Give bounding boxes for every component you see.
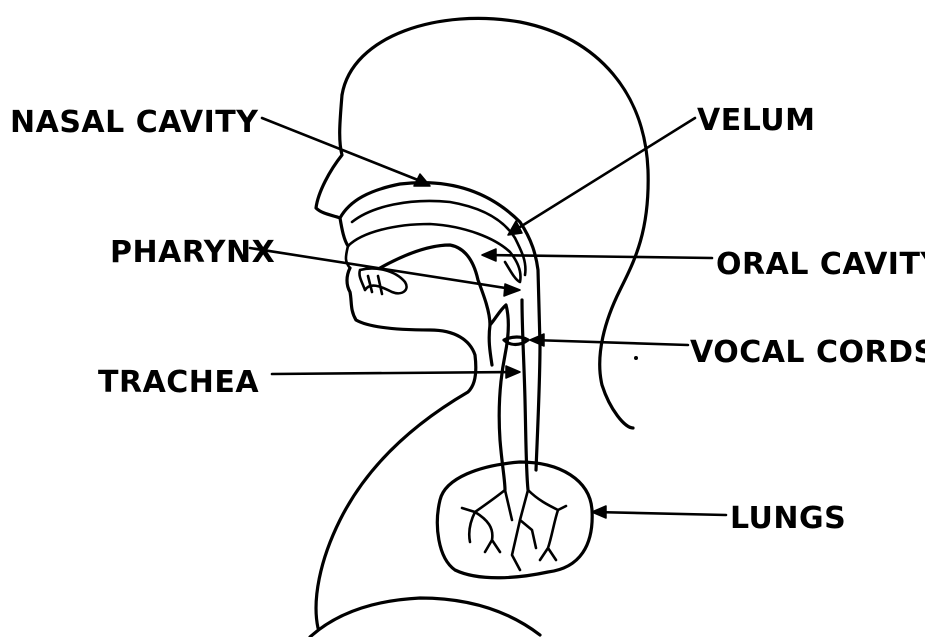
label-velum: VELUM <box>697 103 815 138</box>
label-nasal-cavity: NASAL CAVITY <box>10 105 259 140</box>
pharynx-leader <box>250 248 518 290</box>
label-vocal-cords: VOCAL CORDS <box>690 335 925 370</box>
label-trachea: TRACHEA <box>98 365 259 400</box>
label-lungs: LUNGS <box>730 501 846 536</box>
trachea-leader <box>272 372 518 374</box>
oral-cavity-leader <box>484 255 712 258</box>
tongue <box>380 245 492 365</box>
bronchial-tree <box>462 490 566 570</box>
label-pharynx: PHARYNX <box>110 235 275 270</box>
lungs-leader <box>594 512 726 515</box>
vocal-cords-arrowhead <box>530 334 544 346</box>
vocal-cords-leader <box>532 340 688 345</box>
oral-cavity-arrowhead <box>482 249 496 261</box>
stray-dot <box>634 356 638 360</box>
lower-lip-jaw <box>316 268 476 628</box>
velum-leader <box>512 118 695 232</box>
label-oral-cavity: ORAL CAVITY <box>716 247 925 282</box>
lungs-arrowhead <box>592 506 606 518</box>
nasal-cavity-arrowhead <box>414 174 430 186</box>
face-profile <box>316 95 348 246</box>
hard-palate <box>352 201 525 275</box>
chest-outline <box>310 598 540 637</box>
head-outline <box>342 18 648 428</box>
nasal-cavity-leader <box>262 118 428 184</box>
trachea-arrowhead <box>506 366 520 378</box>
pharynx-arrowhead <box>504 284 520 296</box>
